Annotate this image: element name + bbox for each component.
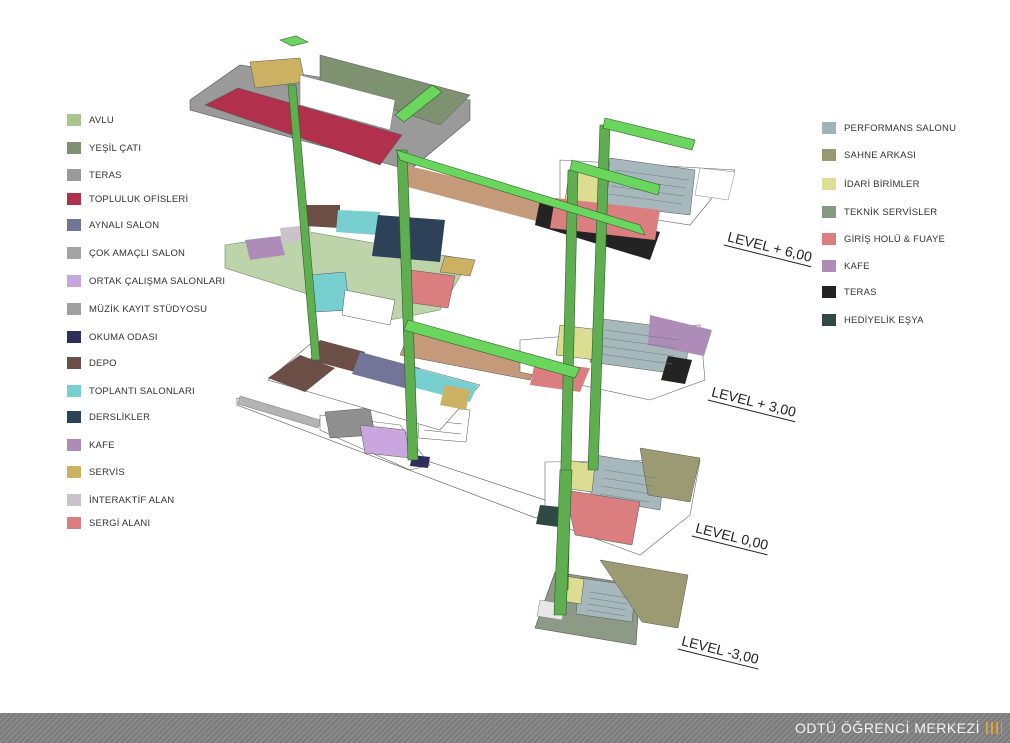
legend-item: AVLU bbox=[67, 113, 114, 127]
legend-swatch bbox=[67, 219, 81, 231]
legend-label: MÜZİK KAYIT STÜDYOSU bbox=[89, 303, 208, 315]
legend-swatch bbox=[67, 411, 81, 423]
legend-label: GİRİŞ HOLÜ & FUAYE bbox=[844, 233, 946, 245]
legend-swatch bbox=[822, 178, 836, 190]
legend-label: DERSLİKLER bbox=[89, 411, 151, 423]
legend-item: HEDİYELİK EŞYA bbox=[822, 313, 924, 327]
exploded-axonometric-diagram bbox=[189, 35, 736, 646]
legend-item: SERGİ ALANI bbox=[67, 516, 150, 530]
legend-item: YEŞİL ÇATI bbox=[67, 141, 141, 155]
legend-label: TEKNİK SERVİSLER bbox=[844, 206, 938, 218]
legend-swatch bbox=[67, 142, 81, 154]
legend-item: MÜZİK KAYIT STÜDYOSU bbox=[67, 302, 207, 316]
legend-label: SERGİ ALANI bbox=[89, 517, 151, 529]
footer-title: ODTÜ ÖĞRENCİ MERKEZİ bbox=[794, 720, 980, 736]
legend-item: İNTERAKTİF ALAN bbox=[67, 493, 174, 507]
legend-swatch bbox=[67, 169, 81, 181]
legend-item: OKUMA ODASI bbox=[67, 330, 158, 344]
legend-label: ORTAK ÇALIŞMA SALONLARI bbox=[89, 275, 226, 287]
legend-label: AYNALI SALON bbox=[89, 219, 160, 231]
legend-label: KAFE bbox=[844, 260, 870, 272]
legend-label: PERFORMANS SALONU bbox=[844, 122, 957, 134]
legend-swatch bbox=[822, 122, 836, 134]
legend-label: OKUMA ODASI bbox=[89, 331, 158, 343]
legend-item: DEPO bbox=[67, 356, 117, 370]
legend-item: TOPLULUK OFİSLERİ bbox=[67, 192, 188, 206]
legend-label: TOPLULUK OFİSLERİ bbox=[89, 193, 189, 205]
legend-swatch bbox=[67, 439, 81, 451]
legend-swatch bbox=[67, 494, 81, 506]
legend-item: KAFE bbox=[67, 438, 115, 452]
legend-swatch bbox=[67, 517, 81, 529]
floor-level-0 bbox=[236, 395, 701, 556]
legend-swatch bbox=[822, 233, 836, 245]
legend-label: TOPLANTI SALONLARI bbox=[89, 385, 195, 397]
footer-logo-mark bbox=[986, 722, 1002, 734]
legend-item: ÇOK AMAÇLI SALON bbox=[67, 246, 185, 260]
legend-swatch bbox=[67, 193, 81, 205]
legend-item: DERSLİKLER bbox=[67, 410, 150, 424]
legend-item: SAHNE ARKASI bbox=[822, 148, 916, 162]
legend-item: AYNALI SALON bbox=[67, 218, 159, 232]
legend-label: TERAS bbox=[89, 169, 122, 181]
legend-label: SAHNE ARKASI bbox=[844, 149, 917, 161]
legend-swatch bbox=[67, 303, 81, 315]
legend-swatch bbox=[67, 247, 81, 259]
legend-label: DEPO bbox=[89, 357, 117, 369]
circulation-cores bbox=[279, 35, 696, 616]
legend-label: KAFE bbox=[89, 439, 115, 451]
legend-item: GİRİŞ HOLÜ & FUAYE bbox=[822, 232, 945, 246]
legend-label: TERAS bbox=[844, 286, 877, 298]
legend-swatch bbox=[67, 275, 81, 287]
legend-swatch bbox=[822, 286, 836, 298]
legend-label: İDARİ BİRİMLER bbox=[844, 178, 920, 190]
legend-item: TERAS bbox=[67, 168, 122, 182]
legend-swatch bbox=[67, 466, 81, 478]
legend-item: TOPLANTI SALONLARI bbox=[67, 384, 195, 398]
legend-item: TERAS bbox=[822, 285, 877, 299]
legend-label: ÇOK AMAÇLI SALON bbox=[89, 247, 186, 259]
legend-item: TEKNİK SERVİSLER bbox=[822, 205, 937, 219]
legend-swatch bbox=[822, 314, 836, 326]
legend-swatch bbox=[822, 149, 836, 161]
legend-label: AVLU bbox=[89, 114, 114, 126]
legend-label: YEŞİL ÇATI bbox=[89, 142, 142, 154]
legend-swatch bbox=[822, 260, 836, 272]
legend-item: SERVİS bbox=[67, 465, 125, 479]
footer-bar: ODTÜ ÖĞRENCİ MERKEZİ bbox=[0, 713, 1010, 743]
legend-item: İDARİ BİRİMLER bbox=[822, 177, 920, 191]
legend-label: SERVİS bbox=[89, 466, 125, 478]
legend-item: KAFE bbox=[822, 259, 870, 273]
legend-label: HEDİYELİK EŞYA bbox=[844, 314, 924, 326]
floor-level-plus-6 bbox=[189, 54, 736, 260]
legend-swatch bbox=[67, 114, 81, 126]
legend-item: PERFORMANS SALONU bbox=[822, 121, 956, 135]
legend-item: ORTAK ÇALIŞMA SALONLARI bbox=[67, 274, 225, 288]
legend-swatch bbox=[67, 331, 81, 343]
legend-swatch bbox=[67, 385, 81, 397]
legend-label: İNTERAKTİF ALAN bbox=[89, 494, 175, 506]
legend-swatch bbox=[822, 206, 836, 218]
legend-swatch bbox=[67, 357, 81, 369]
